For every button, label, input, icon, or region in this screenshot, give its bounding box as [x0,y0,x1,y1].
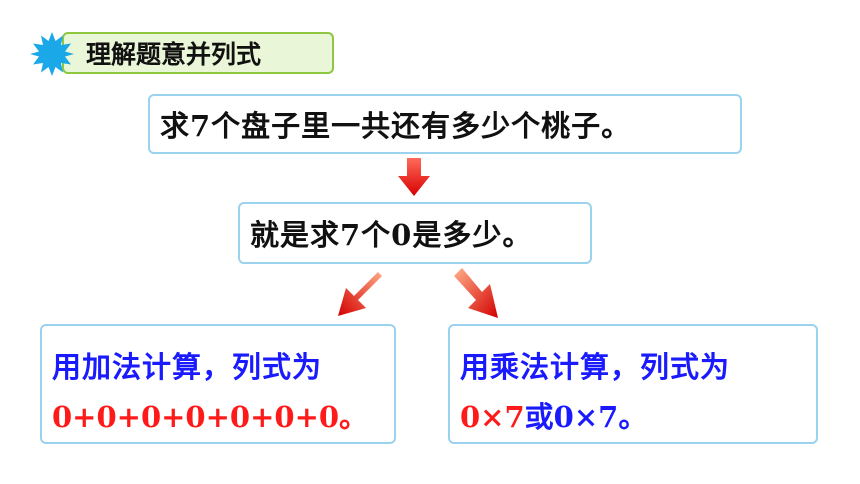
section-title-text: 理解题意并列式 [86,40,262,69]
arrow-down-right-icon [454,268,498,318]
addition-heading: 用加法计算，列式为 [52,350,323,384]
multiplication-formula-b: 0×7。 [553,400,648,434]
multiplication-method-box: 用乘法计算，列式为 0×7或0×7。 [448,324,818,444]
multiplication-formula: 0×7或0×7。 [460,394,647,436]
question-text: 求7个盘子里一共还有多少个桃子。 [160,109,632,143]
multiplication-heading: 用乘法计算，列式为 [460,350,731,384]
addition-formula: 0+0+0+0+0+0+0。 [52,400,369,434]
section-title: 理解题意并列式 [62,32,334,74]
arrow-down-icon [398,158,430,196]
starburst-icon [30,32,74,76]
meaning-text: 就是求7个0是多少。 [250,218,533,252]
addition-method-box: 用加法计算，列式为 0+0+0+0+0+0+0。 [40,324,396,444]
meaning-box: 就是求7个0是多少。 [238,202,592,264]
multiplication-formula-a: 0×7 [460,400,525,434]
question-box: 求7个盘子里一共还有多少个桃子。 [148,94,742,154]
formula-connector: 或 [524,400,554,434]
arrow-down-left-icon [338,268,382,316]
